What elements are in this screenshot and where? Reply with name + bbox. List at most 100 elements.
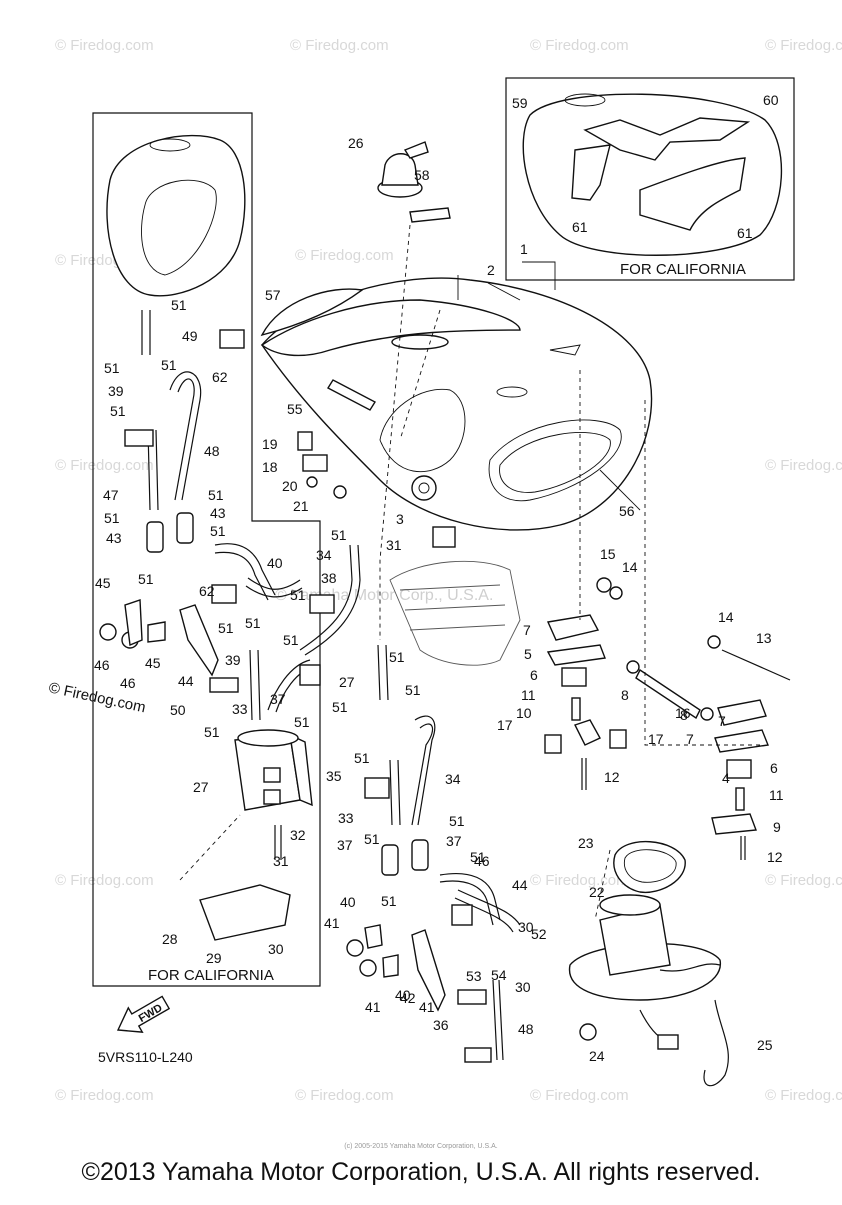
callout-45: 45 xyxy=(145,655,161,671)
callout-29: 29 xyxy=(206,950,222,966)
callout-17: 17 xyxy=(648,731,664,747)
callout-51: 51 xyxy=(331,527,347,543)
callout-45: 45 xyxy=(95,575,111,591)
callout-33: 33 xyxy=(232,701,248,717)
callout-14: 14 xyxy=(622,559,638,575)
label-55 xyxy=(409,207,451,223)
callout-1: 1 xyxy=(520,241,528,257)
callout-48: 48 xyxy=(204,443,220,459)
callout-labels: 1234566777889101111121213141415161717181… xyxy=(94,92,784,1064)
callout-32: 32 xyxy=(290,827,306,843)
canister-27 xyxy=(234,729,313,811)
watermark-text: © Firedog.com xyxy=(765,37,842,54)
callout-44: 44 xyxy=(512,877,528,893)
clamps xyxy=(124,329,492,1063)
inset-tank xyxy=(522,93,783,256)
callout-59: 59 xyxy=(512,95,528,111)
callout-51: 51 xyxy=(210,523,226,539)
callout-50: 50 xyxy=(170,702,186,718)
callout-46: 46 xyxy=(94,657,110,673)
callout-55: 55 xyxy=(287,401,303,417)
callout-13: 13 xyxy=(756,630,772,646)
callout-34: 34 xyxy=(316,547,332,563)
hose-48b xyxy=(492,979,504,1061)
callout-7: 7 xyxy=(686,731,694,747)
callout-40: 40 xyxy=(340,894,356,910)
callout-51: 51 xyxy=(138,571,154,587)
callout-40: 40 xyxy=(395,987,411,1003)
callout-7: 7 xyxy=(523,622,531,638)
watermark-text: © Firedog.com xyxy=(530,1087,629,1104)
callout-39: 39 xyxy=(108,383,124,399)
callout-56: 56 xyxy=(619,503,635,519)
callout-31: 31 xyxy=(273,853,289,869)
fuel-cap-26 xyxy=(377,141,429,198)
pad-54 xyxy=(260,288,364,337)
bracket-45b xyxy=(147,621,166,643)
callout-28: 28 xyxy=(162,931,178,947)
callout-44: 44 xyxy=(178,673,194,689)
callout-38: 38 xyxy=(321,570,337,586)
filter-43b xyxy=(176,512,194,544)
callout-40: 40 xyxy=(267,555,283,571)
watermark-text: © Firedog.com xyxy=(55,1087,154,1104)
callout-51: 51 xyxy=(171,297,187,313)
callout-19: 19 xyxy=(262,436,278,452)
small-copyright: (c) 2005-2015 Yamaha Motor Corporation, … xyxy=(344,1143,498,1150)
callout-24: 24 xyxy=(589,1048,605,1064)
watermark-text: © Firedog.com xyxy=(55,37,154,54)
callout-58: 58 xyxy=(414,167,430,183)
callout-27: 27 xyxy=(339,674,355,690)
callout-25: 25 xyxy=(757,1037,773,1053)
watermark-text: © Firedog.com xyxy=(295,247,394,264)
callout-4: 4 xyxy=(722,770,730,786)
callout-30: 30 xyxy=(268,941,284,957)
callout-36: 36 xyxy=(433,1017,449,1033)
callout-51: 51 xyxy=(354,750,370,766)
callout-51: 51 xyxy=(332,699,348,715)
strip-52 xyxy=(327,379,376,411)
callout-60: 60 xyxy=(763,92,779,108)
engine-sketch xyxy=(389,560,521,666)
callout-37: 37 xyxy=(337,837,353,853)
callout-8: 8 xyxy=(621,687,629,703)
callout-51: 51 xyxy=(218,620,234,636)
callout-30: 30 xyxy=(518,919,534,935)
watermark-text: © Firedog.com xyxy=(55,457,154,474)
california-inset-frame xyxy=(505,77,795,281)
filter-43a xyxy=(146,521,164,553)
footer-copyright: ©2013 Yamaha Motor Corporation, U.S.A. A… xyxy=(81,1158,761,1186)
nut-24 xyxy=(579,1023,597,1041)
callout-46: 46 xyxy=(474,853,490,869)
hose-41a xyxy=(214,543,276,601)
callout-12: 12 xyxy=(767,849,783,865)
bracket-45a xyxy=(124,599,143,647)
callout-42: 42 xyxy=(400,990,416,1006)
callout-51: 51 xyxy=(381,893,397,909)
callout-51: 51 xyxy=(283,632,299,648)
callout-6: 6 xyxy=(530,667,538,683)
callout-26: 26 xyxy=(348,135,364,151)
callout-51: 51 xyxy=(104,360,120,376)
callout-51: 51 xyxy=(110,403,126,419)
callout-41: 41 xyxy=(365,999,381,1015)
callout-20: 20 xyxy=(282,478,298,494)
callout-54: 54 xyxy=(491,967,507,983)
watermark-text: © Firedog.com xyxy=(530,37,629,54)
mounting-hardware xyxy=(544,614,791,860)
hose-44 xyxy=(454,889,521,933)
hose-27b xyxy=(377,644,389,701)
callout-12: 12 xyxy=(604,769,620,785)
callout-51: 51 xyxy=(208,487,224,503)
callout-35: 35 xyxy=(326,768,342,784)
callout-11: 11 xyxy=(521,687,536,703)
fwd-label: FWD xyxy=(137,1002,165,1025)
leaders xyxy=(179,224,760,921)
hose-46 xyxy=(439,873,501,926)
callout-51: 51 xyxy=(405,682,421,698)
watermark-center: © Yamaha Motor Corp., U.S.A. xyxy=(275,587,493,604)
callout-22: 22 xyxy=(589,884,605,900)
callout-41: 41 xyxy=(419,999,435,1015)
callout-8: 8 xyxy=(680,707,688,723)
